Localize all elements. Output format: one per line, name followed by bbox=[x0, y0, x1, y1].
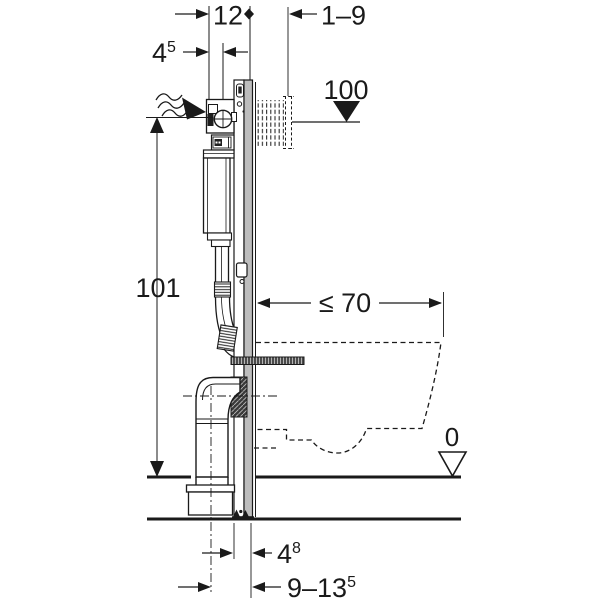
dim-outlet-center-9-13-5: 9–135 bbox=[178, 573, 356, 600]
dim-supply-offset-label: 45 bbox=[152, 38, 176, 68]
flush-pipe-coupling-lower bbox=[216, 324, 238, 352]
toilet-bowl-outline bbox=[251, 341, 442, 454]
drain-elbow bbox=[195, 376, 241, 485]
dim-supply-offset-4-5: 45 bbox=[152, 38, 248, 100]
filled-triangle-icon bbox=[333, 101, 360, 122]
concealed-cistern bbox=[202, 98, 237, 248]
pipe-sleeve bbox=[185, 484, 236, 516]
dim-height-label: 101 bbox=[135, 273, 180, 303]
rail-dot bbox=[242, 110, 245, 113]
dim-bowl-depth-label: ≤ 70 bbox=[319, 288, 371, 318]
level-floor-label: 0 bbox=[445, 422, 459, 452]
frame-rail bbox=[233, 79, 256, 518]
dim-outlet-wall-label: 48 bbox=[277, 539, 301, 569]
dim-outlet-center-label: 9–135 bbox=[287, 573, 356, 600]
cistern-body bbox=[202, 157, 231, 234]
floor-lines bbox=[147, 475, 461, 521]
dim-wall-finish-label: 1–9 bbox=[321, 1, 366, 31]
rail-hole bbox=[236, 101, 243, 107]
level-top-label: 100 bbox=[323, 75, 368, 105]
flush-pipe bbox=[213, 246, 238, 358]
dim-depth-12: 12 bbox=[175, 1, 254, 99]
rail-fixing-bracket bbox=[235, 262, 248, 278]
dim-height-101: 101 bbox=[135, 117, 213, 477]
dim-bowl-depth-70: ≤ 70 bbox=[257, 288, 444, 337]
dim-diamond-terminator bbox=[244, 8, 254, 20]
water-supply-icon bbox=[155, 93, 206, 120]
dim-outlet-wall-4-8: 48 bbox=[202, 523, 301, 598]
drain-centerlines bbox=[183, 386, 278, 592]
rail-slot-mark bbox=[238, 86, 242, 94]
open-triangle-icon bbox=[437, 451, 468, 478]
rail-foot bbox=[232, 509, 254, 518]
flush-pipe-coupling-upper bbox=[213, 281, 232, 298]
wall-finish-hatch bbox=[257, 96, 294, 149]
level-marker-100: 100 bbox=[292, 75, 369, 123]
level-marker-0: 0 bbox=[437, 422, 468, 478]
rail-fixing-hole bbox=[239, 279, 245, 284]
cistern-left-tab bbox=[207, 114, 214, 126]
threaded-mounting-rod bbox=[230, 356, 305, 365]
dim-wall-finish-1-9: 1–9 bbox=[287, 1, 366, 96]
dim-depth-label: 12 bbox=[213, 1, 243, 31]
